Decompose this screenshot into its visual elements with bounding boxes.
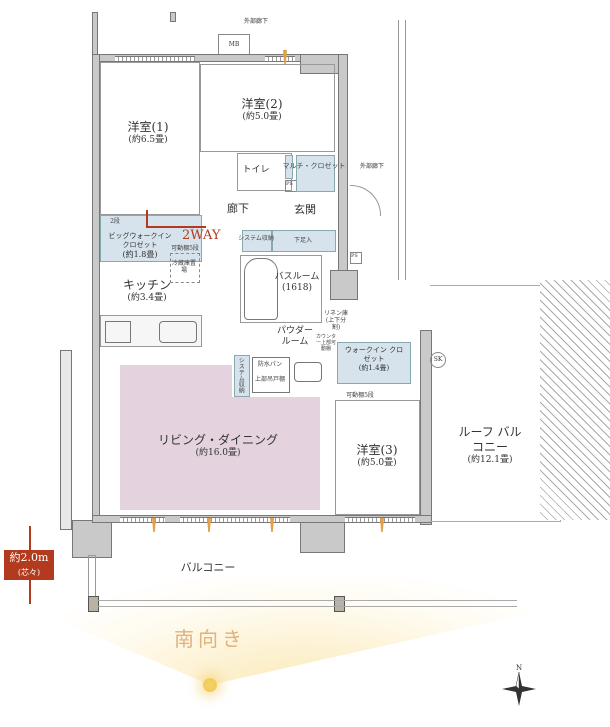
vent-icon bbox=[283, 50, 287, 64]
big-walk-in-closet bbox=[100, 215, 202, 262]
multi-closet-label: マルチ・クロゼット bbox=[282, 162, 346, 170]
two-way-arrow bbox=[146, 226, 206, 228]
linen-label: リネン庫(上下分割) bbox=[323, 310, 348, 332]
system-storage-2-label: システム収納 bbox=[237, 357, 245, 393]
balcony-railing bbox=[97, 600, 517, 607]
entrance-door[interactable] bbox=[350, 185, 381, 216]
wall-left bbox=[92, 54, 100, 554]
two-way-label: 2WAY bbox=[182, 228, 221, 243]
powder-room-label: パウダールーム bbox=[276, 326, 313, 348]
sun-icon bbox=[203, 678, 217, 692]
compass-icon bbox=[502, 672, 536, 706]
sk-label: SK bbox=[430, 352, 446, 368]
bathtub-icon bbox=[244, 258, 278, 320]
bathroom-label: バスルーム(1618) bbox=[274, 272, 320, 294]
balcony-label: バルコニー bbox=[180, 561, 236, 574]
kitchen-counter bbox=[100, 315, 202, 347]
roof-balcony-label: ルーフ バルコニー(約12.1畳) bbox=[458, 425, 522, 465]
meter-box: MB bbox=[218, 34, 250, 56]
movable-shelf-label: 可動棚5段 bbox=[171, 245, 199, 252]
compass-north-label: N bbox=[515, 664, 523, 672]
vent-icon bbox=[270, 518, 274, 532]
south-facing-label: 南向き bbox=[174, 627, 246, 651]
stove-icon bbox=[105, 321, 131, 343]
window bbox=[180, 517, 290, 523]
hallway-label: 廊下 bbox=[227, 202, 249, 215]
walk-in-closet bbox=[337, 342, 411, 384]
window bbox=[345, 517, 415, 523]
big-wic-note: 2段 bbox=[110, 218, 120, 225]
wall-column bbox=[72, 520, 112, 558]
vent-icon bbox=[380, 518, 384, 532]
bathroom bbox=[240, 255, 322, 323]
system-storage-label: システム収納 bbox=[238, 235, 274, 242]
depth-badge: 約2.0m(芯々) bbox=[4, 550, 54, 580]
window bbox=[120, 517, 165, 523]
shoe-storage-label: 下足入 bbox=[293, 237, 313, 244]
movable-shelf-2-label: 可動棚5段 bbox=[346, 392, 374, 399]
outer-corridor-label: 外部廊下 bbox=[243, 18, 269, 25]
ps-label: PS bbox=[350, 252, 362, 264]
waterproof-pan-label: 防水パン bbox=[257, 361, 283, 368]
western-room-2 bbox=[200, 64, 335, 152]
toilet-shelf bbox=[285, 155, 293, 179]
outer-corridor-label-right: 外部廊下 bbox=[359, 163, 385, 170]
counter-label: カウンター上部可動棚 bbox=[316, 334, 337, 352]
sink-icon bbox=[159, 321, 197, 343]
window bbox=[115, 56, 195, 62]
system-storage bbox=[242, 230, 272, 252]
balcony-post bbox=[88, 596, 99, 612]
vent-icon bbox=[152, 518, 156, 532]
big-wic-label: ビッグウォークイン クロゼット(約1.8畳) bbox=[108, 232, 172, 259]
western-room-1 bbox=[100, 62, 200, 215]
system-storage-2 bbox=[234, 355, 250, 397]
roof-edge-hatch bbox=[540, 280, 610, 520]
wall bbox=[170, 12, 176, 22]
wall-right-lower bbox=[420, 330, 432, 525]
fridge-label: 冷蔵庫置場 bbox=[172, 260, 197, 275]
washbasin-icon bbox=[294, 362, 322, 382]
shoe-storage bbox=[272, 230, 336, 252]
fridge-space bbox=[170, 253, 200, 283]
wall-column bbox=[330, 270, 358, 300]
western-room-3 bbox=[335, 400, 420, 515]
western-room-2-label: 洋室(2)(約5.0畳) bbox=[241, 97, 283, 122]
toilet-label: トイレ bbox=[242, 165, 270, 175]
balcony-post bbox=[334, 596, 345, 612]
two-way-arrow bbox=[146, 210, 148, 228]
entrance-label: 玄関 bbox=[294, 203, 316, 216]
vent-icon bbox=[207, 518, 211, 532]
waterproof-pan bbox=[252, 357, 290, 393]
wic-label: ウォークイン クロゼット(約1.4畳) bbox=[344, 346, 404, 372]
window bbox=[265, 56, 295, 62]
wall-side bbox=[60, 350, 72, 530]
railing bbox=[398, 20, 406, 280]
western-room-3-label: 洋室(3)(約5.0畳) bbox=[356, 443, 398, 468]
western-room-1-label: 洋室(1)(約6.5畳) bbox=[127, 120, 169, 145]
multi-closet bbox=[296, 155, 335, 192]
upper-shelf-label: 上部吊戸棚 bbox=[254, 376, 286, 383]
kitchen-label: キッチン(約3.4畳) bbox=[122, 278, 172, 303]
living-dining-label: リビング・ダイニング(約16.0畳) bbox=[157, 433, 279, 458]
